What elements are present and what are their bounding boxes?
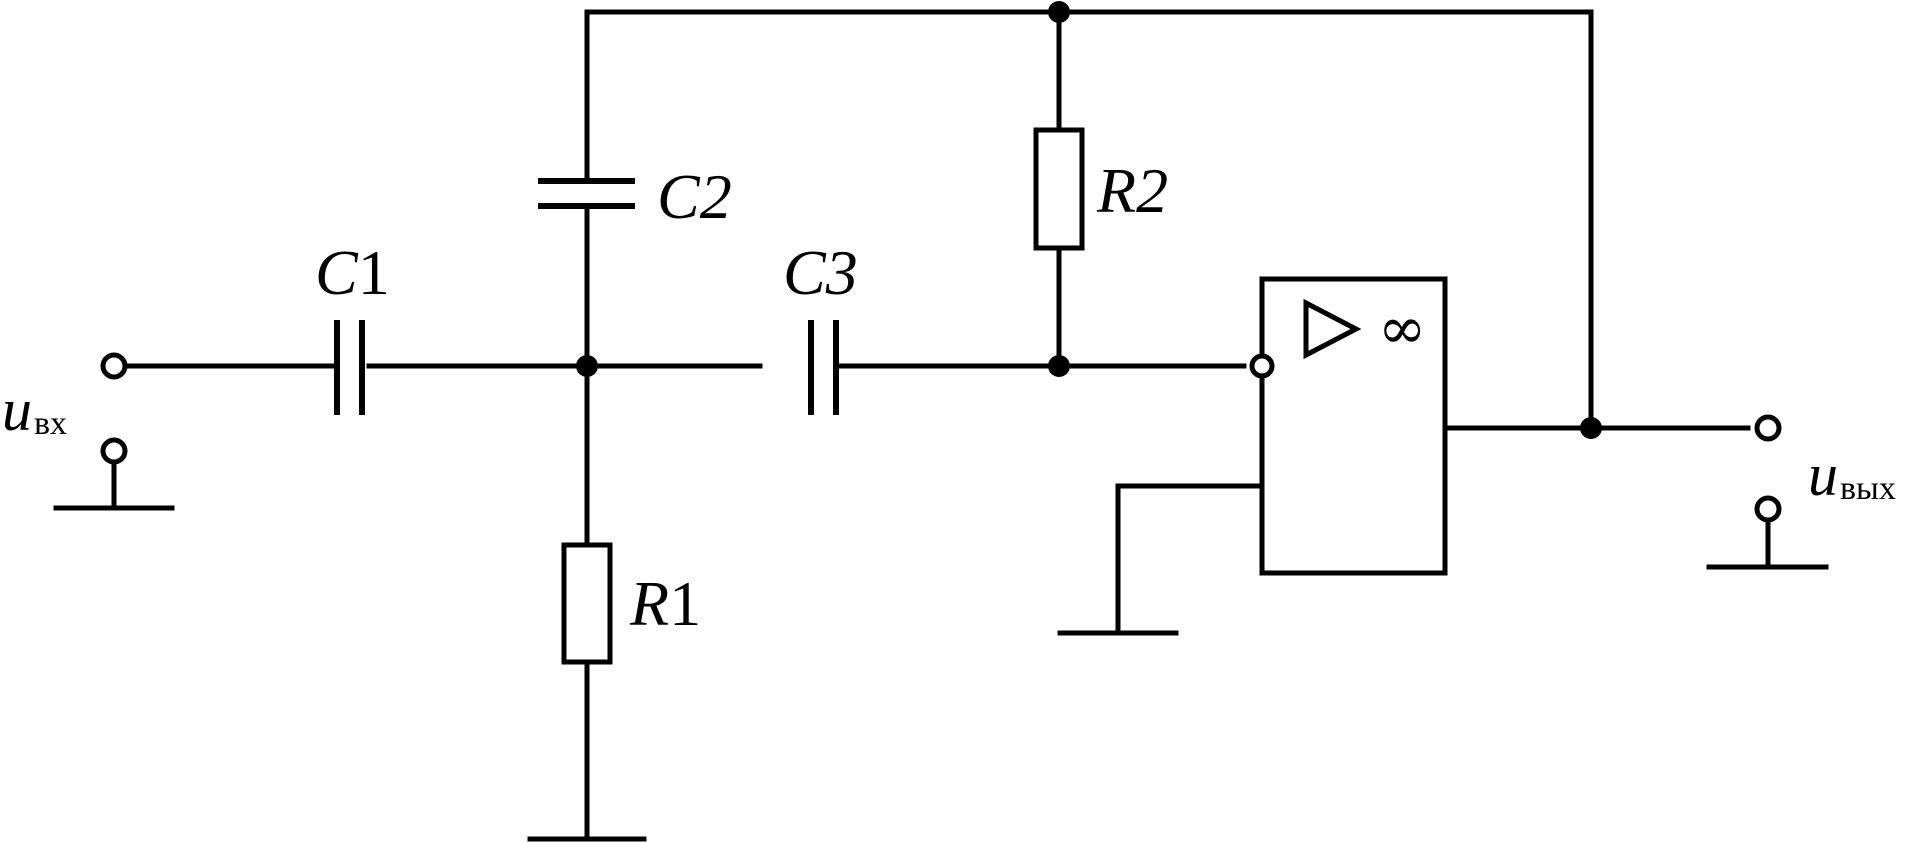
wires	[121, 9, 1751, 839]
ground-output	[1706, 517, 1829, 570]
ground-input	[53, 459, 175, 511]
capacitor-c2	[538, 178, 635, 209]
label-r2: R2	[1096, 155, 1168, 226]
label-c1: C1	[315, 237, 390, 308]
junction-dot	[576, 355, 598, 377]
input-ground-terminal	[100, 437, 128, 465]
output-terminal	[1754, 414, 1782, 442]
resistor-r2	[1033, 127, 1085, 251]
junctions	[576, 1, 1602, 439]
terminals	[100, 352, 1782, 523]
capacitor-c1	[334, 320, 365, 415]
op-amp-body	[1259, 276, 1448, 576]
label-c2: C2	[657, 161, 732, 232]
label-c3: C3	[783, 237, 858, 308]
junction-dot	[1580, 417, 1602, 439]
op-amp-gain-symbol: ∞	[1378, 294, 1426, 362]
op-amp: ∞	[1249, 276, 1448, 576]
label-input-voltage: uвх	[2, 377, 67, 443]
input-terminal	[100, 352, 128, 380]
output-ground-terminal	[1754, 495, 1782, 523]
wire-feedback-top	[584, 9, 1594, 431]
op-amp-triangle-icon	[1303, 298, 1362, 360]
label-output-voltage: uвых	[1808, 442, 1896, 508]
junction-dot	[1048, 355, 1070, 377]
label-r1: R1	[629, 568, 701, 639]
junction-dot	[1048, 1, 1070, 23]
wire-noninv-input	[1115, 483, 1265, 636]
inverting-input-circle	[1249, 353, 1275, 379]
capacitor-c3	[808, 320, 839, 415]
resistor-r1	[561, 542, 613, 665]
grounds	[53, 459, 1829, 842]
